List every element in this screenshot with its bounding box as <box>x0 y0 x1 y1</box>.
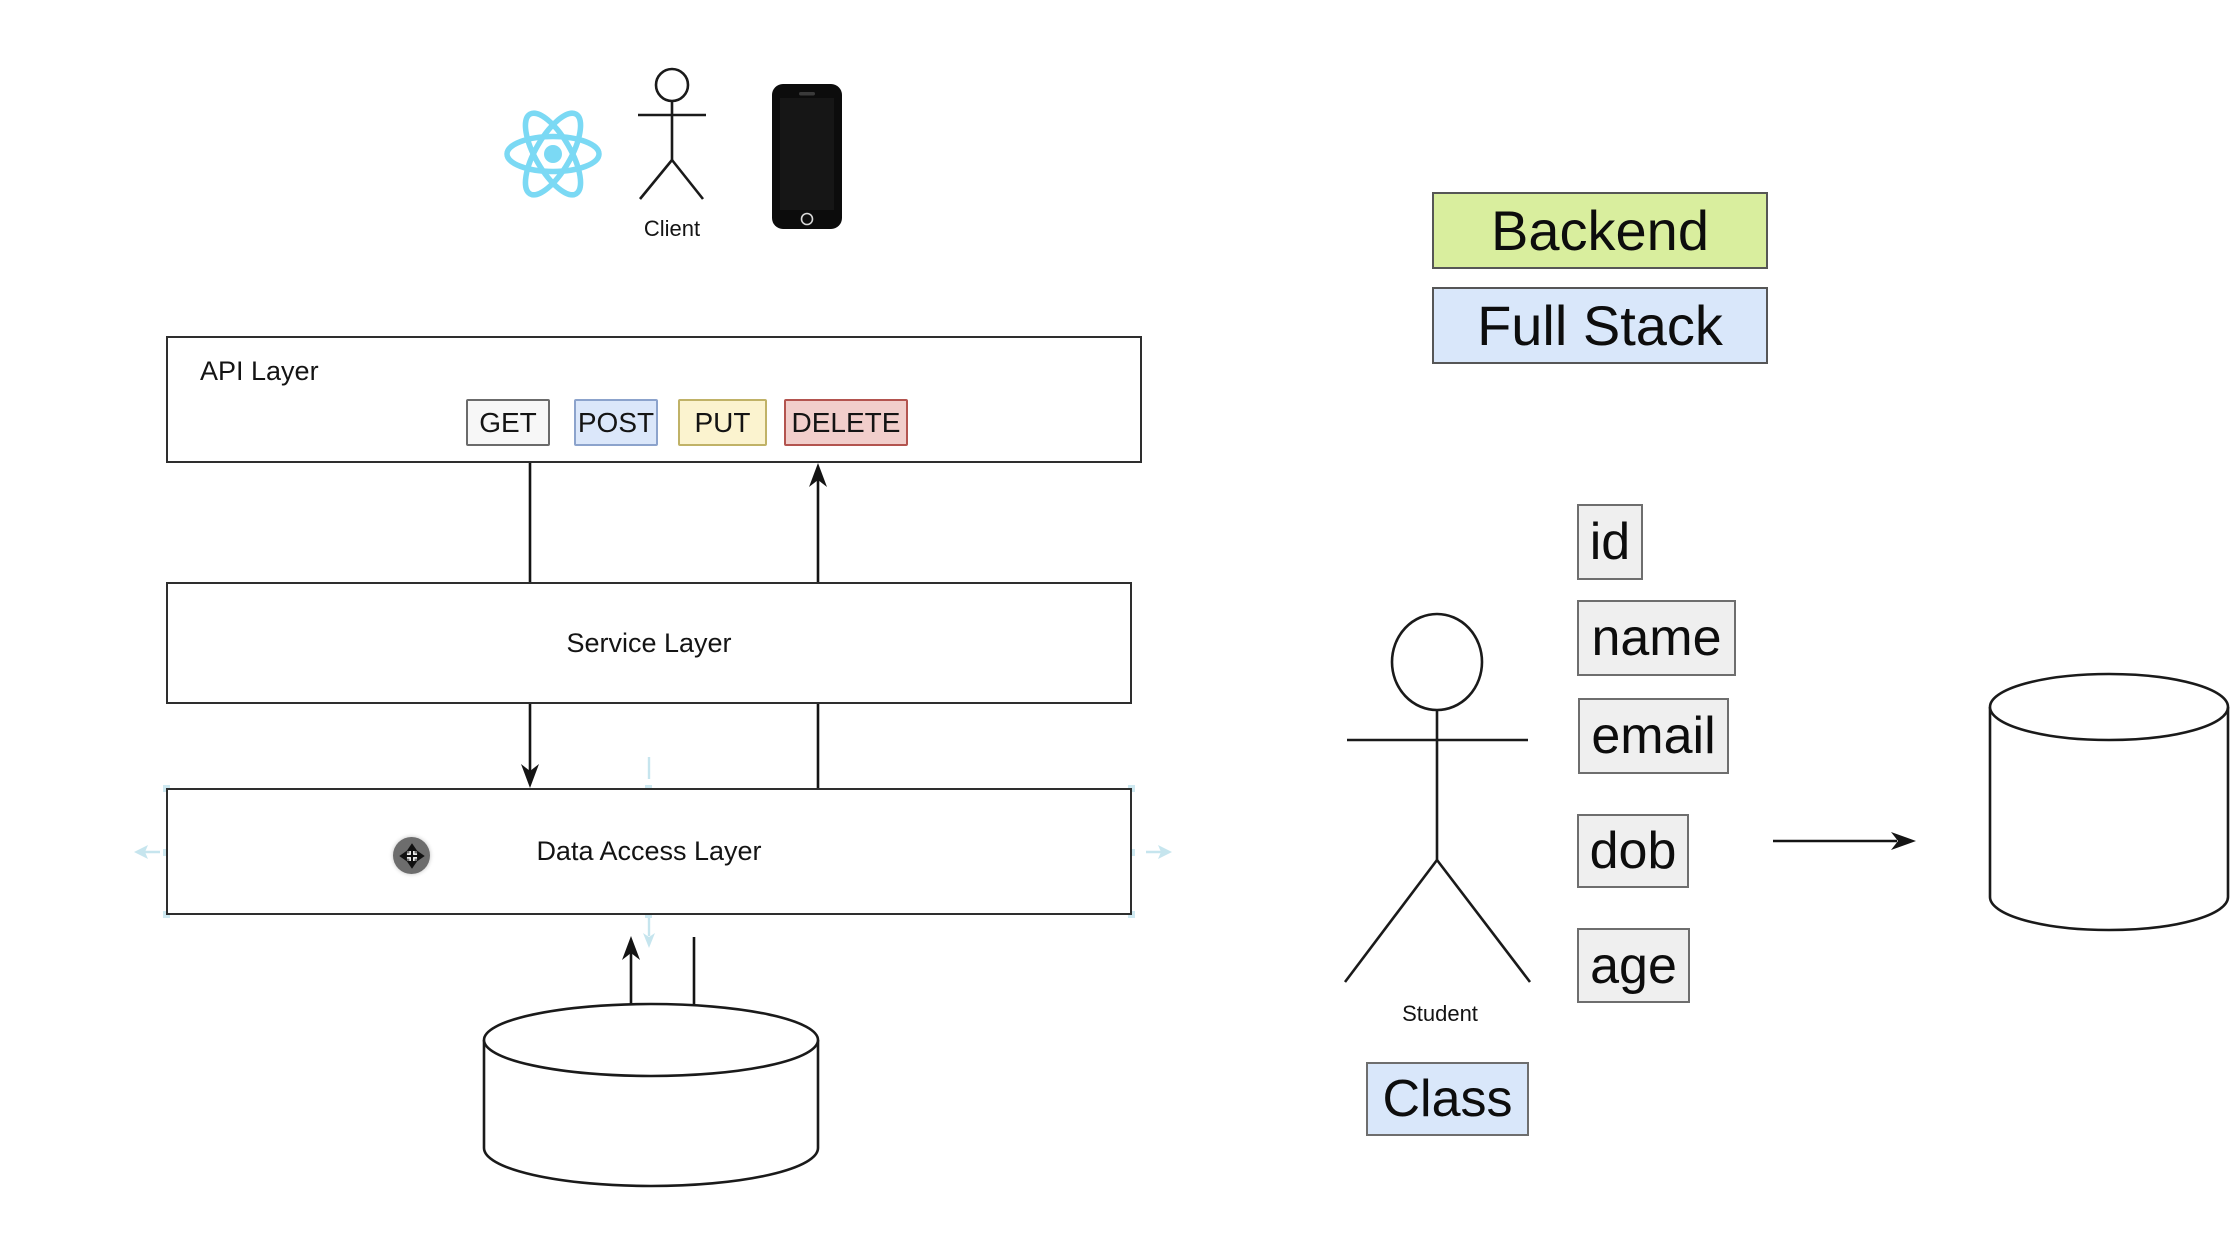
backend-tag[interactable]: Backend <box>1432 192 1768 269</box>
arrow-attributes-to-db[interactable] <box>1773 832 1916 850</box>
arrow-service-to-api[interactable] <box>809 463 827 582</box>
attribute-name-label: name <box>1591 609 1722 667</box>
method-chip-delete[interactable]: DELETE <box>784 399 908 446</box>
method-chip-put-label: PUT <box>694 406 751 438</box>
class-tag-label: Class <box>1382 1070 1513 1128</box>
attribute-age-label: age <box>1590 936 1677 995</box>
attribute-dob-label: dob <box>1589 822 1677 880</box>
attribute-box-dob[interactable]: dob <box>1577 814 1689 888</box>
attribute-box-age[interactable]: age <box>1577 928 1690 1003</box>
database-cylinder-right[interactable] <box>1988 672 2230 932</box>
client-stick-figure[interactable] <box>638 67 706 200</box>
attribute-id-label: id <box>1589 513 1631 571</box>
api-layer-title: API Layer <box>200 356 319 386</box>
method-chip-post-label: POST <box>577 406 655 438</box>
method-chip-get-label: GET <box>479 406 537 438</box>
service-layer-box[interactable]: Service Layer <box>166 582 1132 704</box>
method-chip-put[interactable]: PUT <box>678 399 767 446</box>
database-cylinder-left[interactable] <box>482 1002 820 1188</box>
student-label: Student <box>1402 1001 1478 1026</box>
method-chip-post[interactable]: POST <box>574 399 658 446</box>
class-tag[interactable]: Class <box>1366 1062 1529 1136</box>
data-access-layer-box[interactable]: Data Access Layer <box>166 788 1132 915</box>
backend-tag-label: Backend <box>1491 199 1709 262</box>
attribute-email-label: email <box>1591 707 1716 765</box>
attribute-box-email[interactable]: email <box>1578 698 1729 774</box>
smartphone-icon[interactable] <box>772 84 842 229</box>
service-layer-title: Service Layer <box>566 627 732 658</box>
data-access-layer-title: Data Access Layer <box>536 836 762 866</box>
arrow-service-to-dal[interactable] <box>521 704 539 788</box>
attribute-box-id[interactable]: id <box>1577 504 1643 580</box>
full-stack-tag-label: Full Stack <box>1477 294 1723 357</box>
client-label: Client <box>643 216 701 241</box>
attribute-box-name[interactable]: name <box>1577 600 1736 676</box>
student-stick-figure[interactable] <box>1343 612 1532 983</box>
move-handle-icon[interactable] <box>393 837 430 874</box>
full-stack-tag[interactable]: Full Stack <box>1432 287 1768 364</box>
move-arrows-glyph <box>398 842 425 869</box>
method-chip-delete-label: DELETE <box>791 406 901 438</box>
method-chip-get[interactable]: GET <box>466 399 550 446</box>
react-logo-icon[interactable] <box>504 105 602 202</box>
